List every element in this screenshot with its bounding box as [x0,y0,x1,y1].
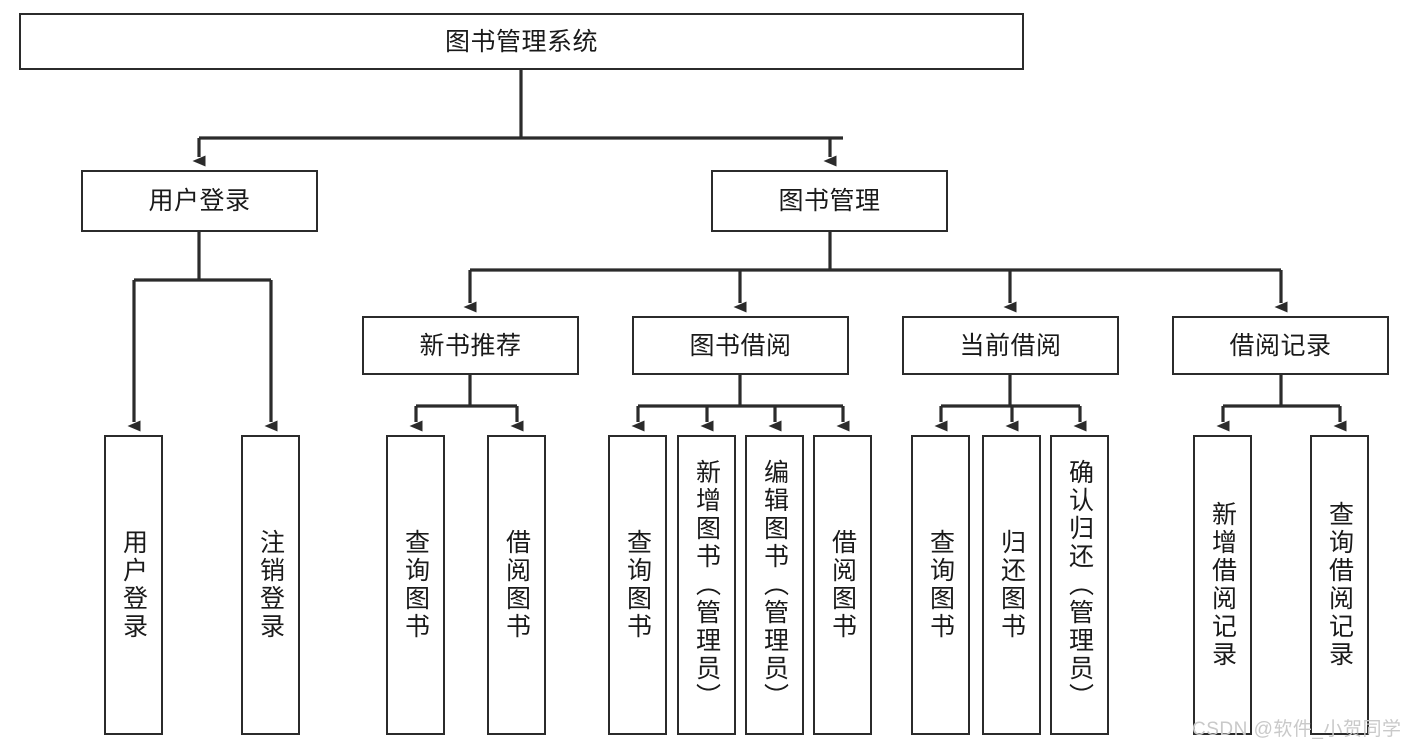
node-leaf-query-record[interactable]: 查询借阅记录 [1310,435,1369,735]
node-leaf-add-record-label: 新增借阅记录 [1208,501,1237,669]
node-leaf-confirm-return-label: 确认归还（管理员） [1065,459,1094,711]
node-leaf-borrow-book-1-label: 借阅图书 [502,529,531,641]
node-leaf-logout[interactable]: 注销登录 [241,435,300,735]
node-leaf-query-book-2[interactable]: 查询图书 [608,435,667,735]
node-book-manage-label: 图书管理 [778,187,881,215]
node-leaf-borrow-book-2-label: 借阅图书 [828,529,857,641]
node-leaf-query-record-label: 查询借阅记录 [1325,501,1354,669]
node-borrow-record-label: 借阅记录 [1229,331,1332,360]
node-leaf-query-book-1-label: 查询图书 [401,529,430,641]
node-leaf-user-login-label: 用户登录 [119,529,148,641]
node-root[interactable]: 图书管理系统 [19,13,1024,70]
node-borrow-record[interactable]: 借阅记录 [1172,316,1389,375]
node-leaf-edit-book-label: 编辑图书（管理员） [760,459,789,711]
node-book-manage[interactable]: 图书管理 [711,170,948,232]
node-leaf-add-book[interactable]: 新增图书（管理员） [677,435,736,735]
node-leaf-logout-label: 注销登录 [256,529,285,641]
node-current-borrow-label: 当前借阅 [959,331,1062,360]
node-leaf-edit-book[interactable]: 编辑图书（管理员） [745,435,804,735]
node-leaf-confirm-return[interactable]: 确认归还（管理员） [1050,435,1109,735]
node-leaf-borrow-book-1[interactable]: 借阅图书 [487,435,546,735]
node-leaf-add-book-label: 新增图书（管理员） [692,459,721,711]
node-new-book-rec-label: 新书推荐 [419,331,522,360]
node-leaf-user-login[interactable]: 用户登录 [104,435,163,735]
node-root-label: 图书管理系统 [444,27,598,56]
node-user-login-label: 用户登录 [148,187,251,215]
node-leaf-add-record[interactable]: 新增借阅记录 [1193,435,1252,735]
node-leaf-query-book-3[interactable]: 查询图书 [911,435,970,735]
watermark: CSDN @软件_小贺同学 [1192,719,1402,740]
node-leaf-borrow-book-2[interactable]: 借阅图书 [813,435,872,735]
node-user-login[interactable]: 用户登录 [81,170,318,232]
node-current-borrow[interactable]: 当前借阅 [902,316,1119,375]
node-leaf-return-book-label: 归还图书 [997,529,1026,641]
node-leaf-return-book[interactable]: 归还图书 [982,435,1041,735]
node-new-book-rec[interactable]: 新书推荐 [362,316,579,375]
node-book-borrow-label: 图书借阅 [689,331,792,360]
node-leaf-query-book-1[interactable]: 查询图书 [386,435,445,735]
node-leaf-query-book-2-label: 查询图书 [623,529,652,641]
node-book-borrow[interactable]: 图书借阅 [632,316,849,375]
node-leaf-query-book-3-label: 查询图书 [926,529,955,641]
